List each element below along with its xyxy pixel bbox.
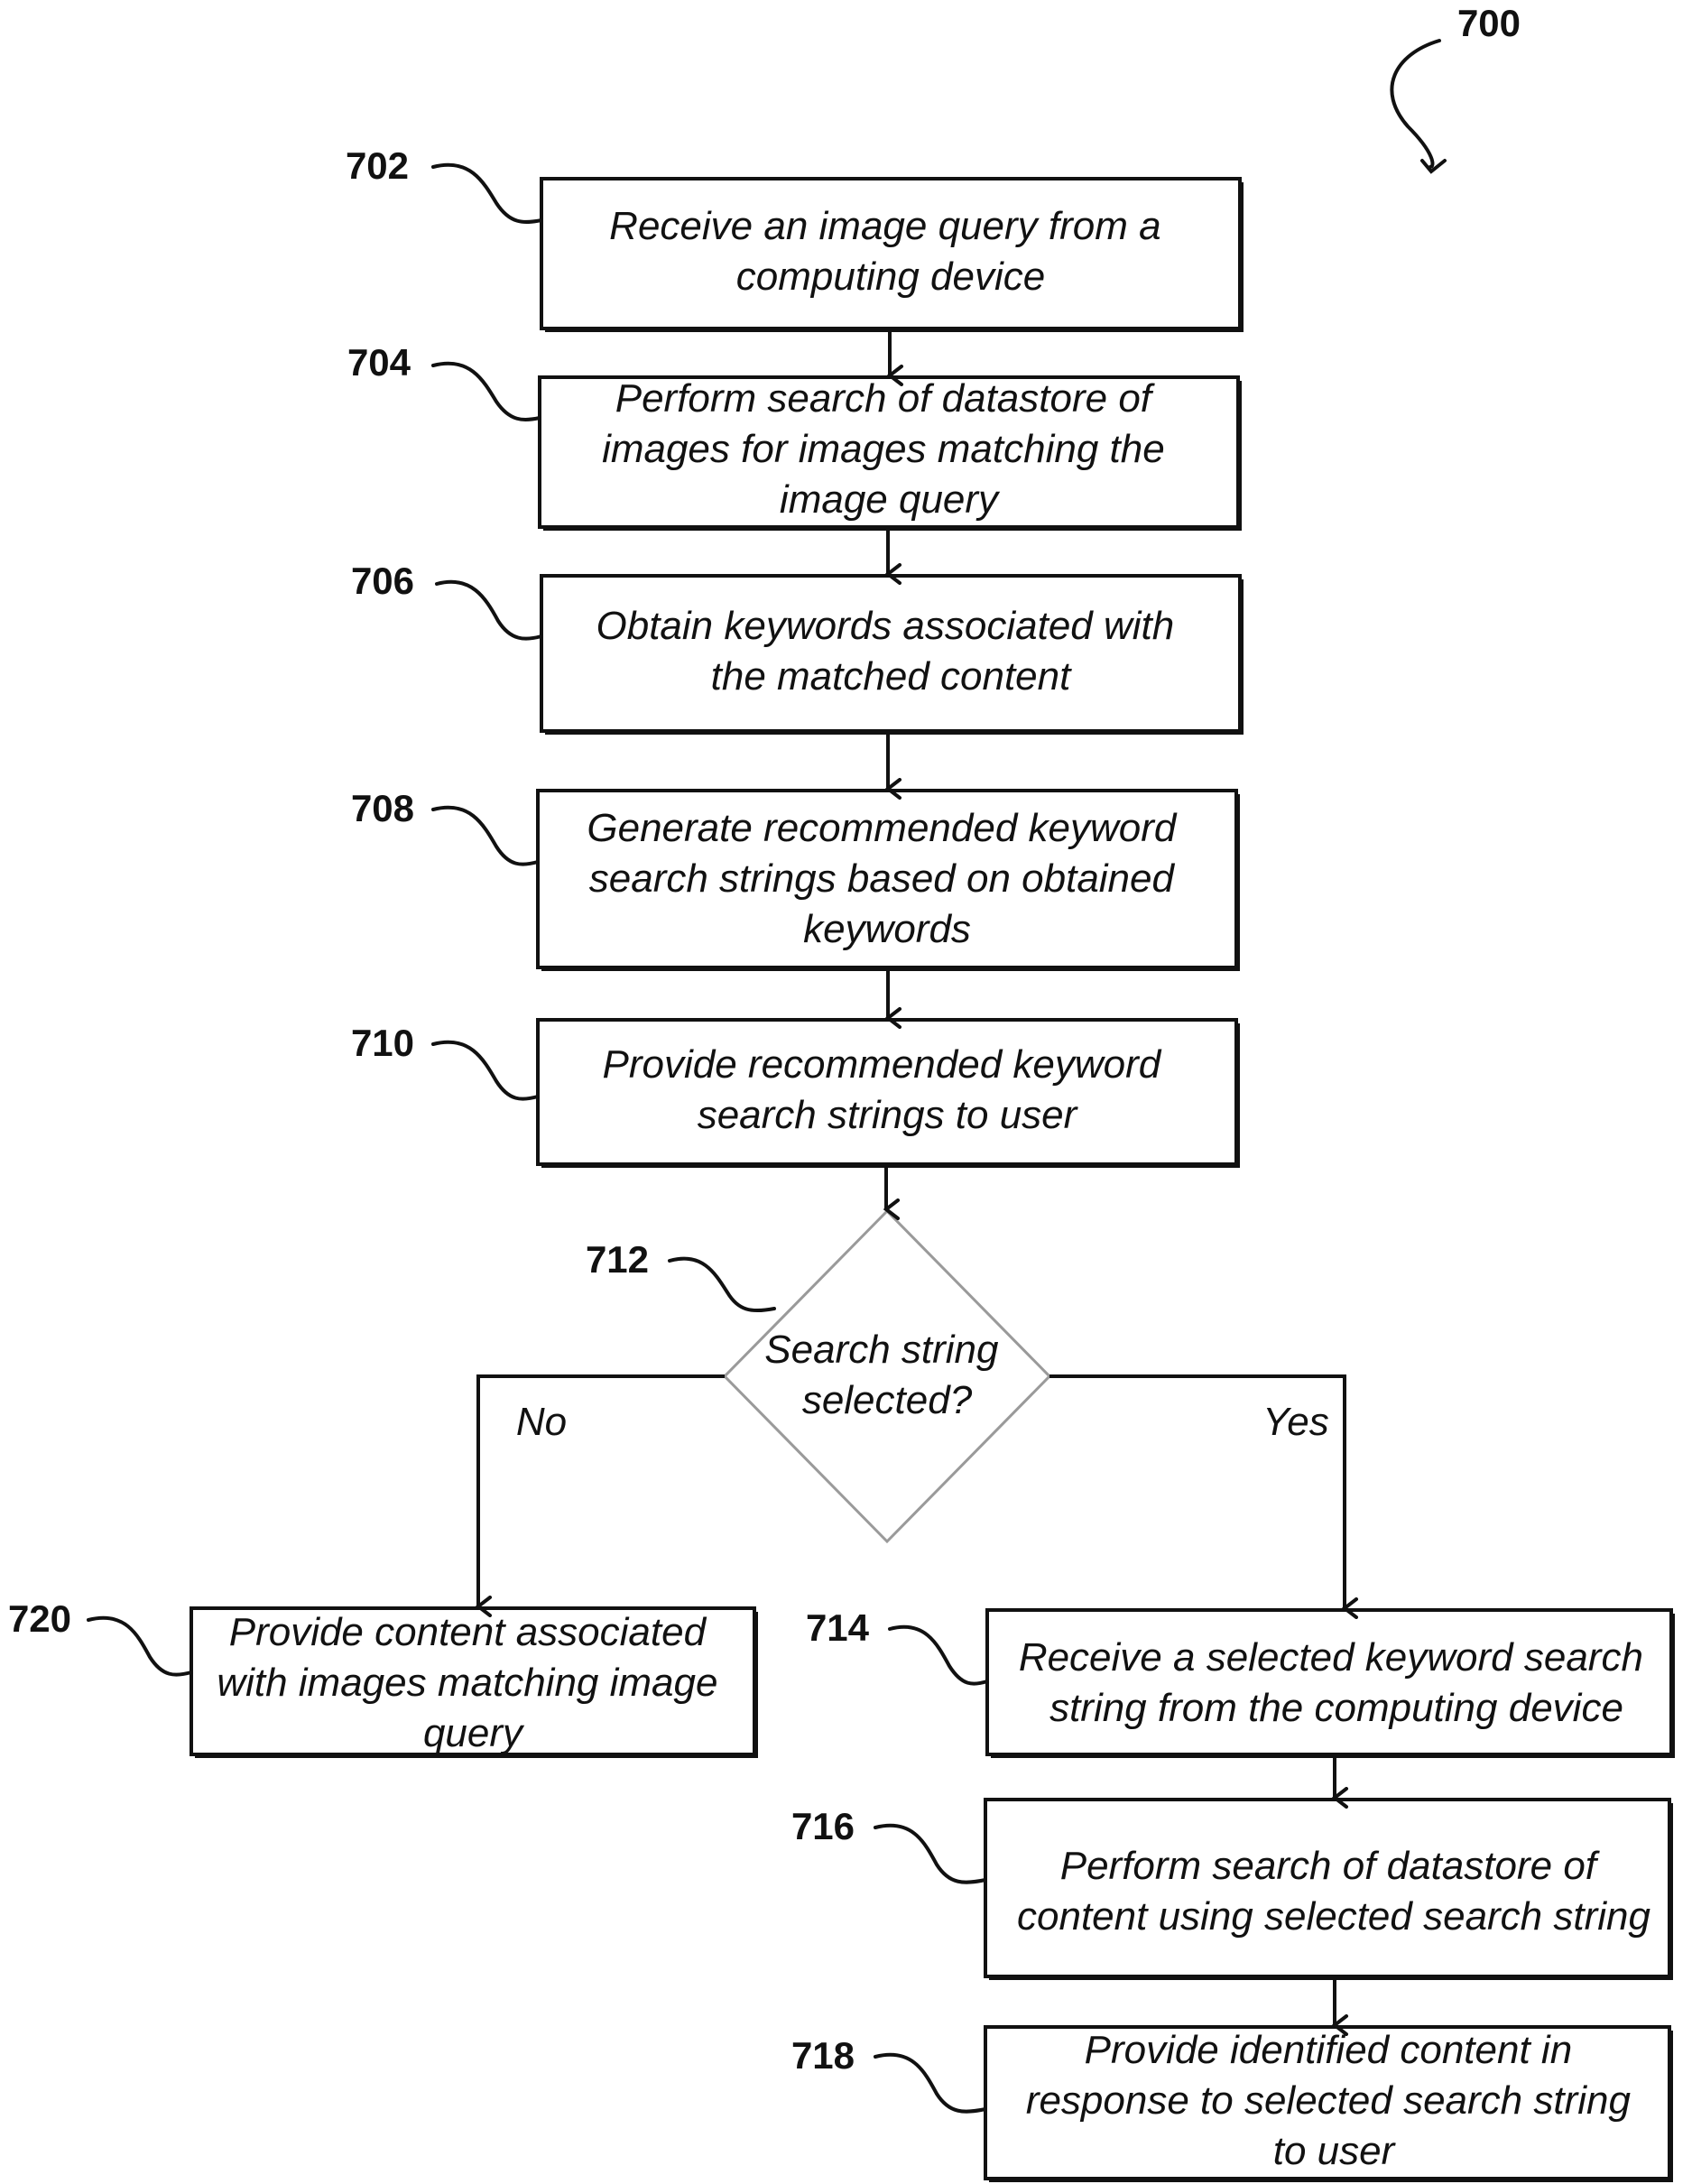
step-714-text: Receive a selected keyword search string… <box>1019 1635 1654 1730</box>
figure-ref-700: 700 <box>1457 2 1521 44</box>
step-718-text: Provide identified content in response t… <box>1026 2028 1641 2173</box>
step-708-text: Generate recommended keyword search stri… <box>587 806 1187 951</box>
step-704: Perform search of datastore of images fo… <box>538 375 1242 531</box>
leader-708 <box>431 805 540 866</box>
step-716-text: Perform search of datastore of content u… <box>1017 1844 1650 1939</box>
step-708: Generate recommended keyword search stri… <box>536 789 1240 971</box>
ref-712: 712 <box>586 1238 649 1281</box>
leader-702 <box>431 162 543 224</box>
step-718: Provide identified content in response t… <box>984 2025 1673 2182</box>
step-714: Receive a selected keyword search string… <box>985 1608 1675 1758</box>
ref-706: 706 <box>351 560 414 602</box>
leader-714 <box>888 1624 989 1686</box>
step-710-text: Provide recommended keyword search strin… <box>603 1042 1172 1137</box>
ref-710: 710 <box>351 1022 414 1064</box>
step-720: Provide content associated with images m… <box>190 1606 758 1758</box>
figure-ref-arrow <box>1420 159 1447 174</box>
leader-704 <box>431 361 541 421</box>
ref-716: 716 <box>791 1805 855 1847</box>
leader-712 <box>668 1256 776 1313</box>
step-720-text: Provide content associated with images m… <box>217 1610 728 1755</box>
branch-yes-label: Yes <box>1262 1400 1328 1444</box>
ref-708: 708 <box>351 787 414 829</box>
step-706: Obtain keywords associated with the matc… <box>540 574 1244 735</box>
ref-704: 704 <box>347 341 411 384</box>
arrow-712-714 <box>1049 1374 1345 1608</box>
leader-706 <box>435 579 543 641</box>
ref-720: 720 <box>8 1597 71 1640</box>
step-702-text: Receive an image query from a computing … <box>609 204 1172 299</box>
step-706-text: Obtain keywords associated with the matc… <box>596 604 1186 699</box>
step-710: Provide recommended keyword search strin… <box>536 1018 1240 1168</box>
leader-718 <box>874 2052 987 2114</box>
ref-718: 718 <box>791 2034 855 2077</box>
leader-716 <box>874 1823 987 1884</box>
decision-712: Search string selected? <box>722 1208 1052 1544</box>
step-704-text: Perform search of datastore of images fo… <box>602 376 1176 522</box>
step-716: Perform search of datastore of content u… <box>984 1798 1673 1980</box>
branch-no-label: No <box>516 1400 567 1444</box>
ref-702: 702 <box>346 144 409 187</box>
arrow-712-720 <box>478 1374 725 1606</box>
figure-ref-squiggle <box>1390 39 1441 169</box>
leader-710 <box>431 1040 540 1101</box>
step-702: Receive an image query from a computing … <box>540 177 1244 332</box>
decision-712-text: Search string selected? <box>764 1328 1009 1422</box>
leader-720 <box>87 1615 193 1677</box>
ref-714: 714 <box>806 1606 870 1649</box>
